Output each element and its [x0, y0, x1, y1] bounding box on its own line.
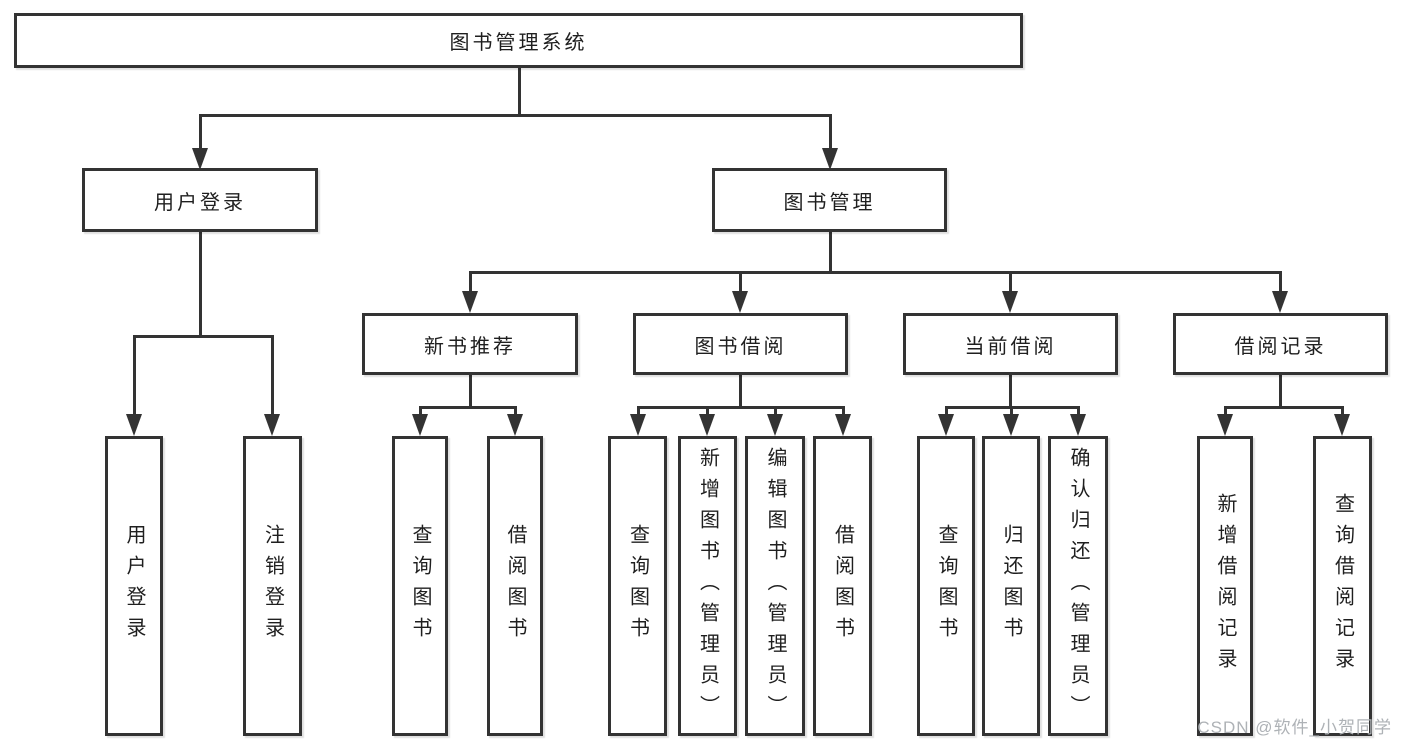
connector-vline	[468, 375, 472, 409]
connector-vline	[1009, 407, 1013, 418]
node-new-book-recommend: 新书推荐	[362, 313, 578, 375]
node-label: 注销登录	[261, 524, 284, 648]
arrowhead-down-icon	[1002, 291, 1018, 313]
connector-vline	[468, 272, 472, 296]
node-leaf-user-login: 用户登录	[105, 436, 163, 736]
connector-hline	[468, 270, 1282, 274]
node-label: 借阅图书	[831, 524, 854, 648]
arrowhead-down-icon	[1334, 414, 1350, 436]
node-label: 查询借阅记录	[1331, 493, 1354, 679]
node-leaf-query-borrow-record: 查询借阅记录	[1313, 436, 1372, 736]
connector-vline	[1278, 272, 1282, 296]
node-label: 新书推荐	[424, 335, 516, 358]
connector-vline	[828, 232, 832, 274]
connector-vline	[738, 375, 742, 409]
connector-vline	[636, 407, 640, 418]
node-leaf-borrow-books-1: 借阅图书	[487, 436, 543, 736]
connector-vline	[828, 115, 832, 152]
node-label: 图书借阅	[694, 335, 787, 358]
node-book-borrow: 图书借阅	[633, 313, 848, 375]
arrowhead-down-icon	[1272, 291, 1288, 313]
connector-vline	[270, 336, 274, 418]
connector-vline	[198, 232, 202, 338]
node-leaf-return-books: 归还图书	[982, 436, 1040, 736]
arrowhead-down-icon	[630, 414, 646, 436]
node-label: 编辑图书（管理员）	[764, 446, 786, 726]
node-current-borrow: 当前借阅	[903, 313, 1118, 375]
node-leaf-query-books-2: 查询图书	[608, 436, 667, 736]
connector-vline	[418, 407, 422, 418]
connector-vline	[1008, 272, 1012, 296]
node-label: 借阅图书	[504, 524, 526, 648]
connector-hline	[1223, 405, 1344, 409]
arrowhead-down-icon	[1003, 414, 1019, 436]
node-label: 查询图书	[935, 524, 957, 648]
connector-vline	[738, 272, 742, 296]
node-label: 图书管理	[783, 191, 876, 214]
connector-vline	[705, 407, 709, 418]
connector-vline	[1340, 407, 1344, 418]
node-root: 图书管理系统	[14, 13, 1023, 68]
node-label: 查询图书	[626, 524, 649, 648]
node-label: 新增借阅记录	[1214, 493, 1236, 679]
node-book-management: 图书管理	[712, 168, 947, 232]
connector-vline	[1008, 375, 1012, 409]
node-leaf-edit-books: 编辑图书（管理员）	[745, 436, 805, 736]
arrowhead-down-icon	[126, 414, 142, 436]
node-label: 新增图书（管理员）	[696, 446, 719, 726]
arrowhead-down-icon	[507, 414, 523, 436]
arrowhead-down-icon	[412, 414, 428, 436]
arrowhead-down-icon	[192, 148, 208, 170]
node-leaf-add-books: 新增图书（管理员）	[678, 436, 737, 736]
connector-vline	[841, 407, 845, 418]
arrowhead-down-icon	[767, 414, 783, 436]
connector-hline	[418, 405, 517, 409]
watermark: CSDN @软件_小贺同学	[1197, 718, 1392, 737]
arrowhead-down-icon	[264, 414, 280, 436]
arrowhead-down-icon	[732, 291, 748, 313]
node-leaf-confirm-return: 确认归还（管理员）	[1048, 436, 1108, 736]
node-label: 确认归还（管理员）	[1067, 446, 1089, 726]
connector-vline	[1223, 407, 1227, 418]
arrowhead-down-icon	[938, 414, 954, 436]
node-label: 查询图书	[409, 524, 431, 648]
node-label: 归还图书	[1000, 524, 1022, 648]
node-leaf-borrow-books-2: 借阅图书	[813, 436, 872, 736]
node-user-login: 用户登录	[82, 168, 318, 232]
arrowhead-down-icon	[462, 291, 478, 313]
connector-vline	[517, 68, 521, 116]
node-label: 用户登录	[123, 524, 145, 648]
arrowhead-down-icon	[1070, 414, 1086, 436]
connector-vline	[132, 336, 136, 418]
arrowhead-down-icon	[835, 414, 851, 436]
node-label: 图书管理系统	[449, 32, 588, 54]
connector-vline	[513, 407, 517, 418]
connector-vline	[198, 115, 202, 152]
arrowhead-down-icon	[699, 414, 715, 436]
connector-hline	[198, 113, 832, 117]
connector-vline	[773, 407, 777, 418]
node-label: 借阅记录	[1234, 335, 1327, 358]
arrowhead-down-icon	[1217, 414, 1233, 436]
node-label: 用户登录	[154, 191, 246, 214]
node-leaf-query-books-3: 查询图书	[917, 436, 975, 736]
node-borrow-records: 借阅记录	[1173, 313, 1388, 375]
connector-vline	[1278, 375, 1282, 409]
arrowhead-down-icon	[822, 148, 838, 170]
node-leaf-logout: 注销登录	[243, 436, 302, 736]
connector-hline	[132, 334, 274, 338]
node-leaf-add-borrow-record: 新增借阅记录	[1197, 436, 1253, 736]
node-leaf-query-books-1: 查询图书	[392, 436, 448, 736]
node-label: 当前借阅	[964, 335, 1057, 358]
connector-vline	[944, 407, 948, 418]
connector-vline	[1076, 407, 1080, 418]
